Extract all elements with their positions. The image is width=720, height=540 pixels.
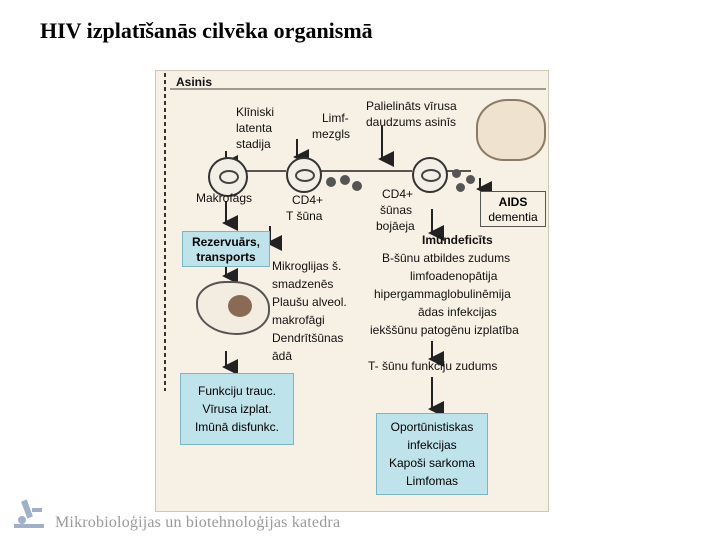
lymph-label-1: Limf- xyxy=(322,111,349,125)
microglia-2: smadzenēs xyxy=(272,277,334,291)
immunodef-item-3: hipergammaglobulinēmija xyxy=(374,287,511,301)
aids-label: AIDS xyxy=(498,195,528,209)
macrophage-cell-icon xyxy=(208,157,248,197)
microscope-icon xyxy=(14,499,44,528)
immunodeficiency-title: Imūndeficīts xyxy=(422,233,493,247)
immunodef-item-1: B-šūnu atbildes zudums xyxy=(382,251,511,265)
blood-label: Asinis xyxy=(176,75,213,89)
page-title: HIV izplatīšanās cilvēka organismā xyxy=(40,18,373,43)
viral-increase-1: Palielināts vīrusa xyxy=(366,99,457,113)
microglia-5: Dendrītšūnas xyxy=(272,331,344,345)
infected-cell-icon xyxy=(412,157,448,193)
function-line-2: Vīrusa izplat. xyxy=(202,402,272,416)
function-box: Funkciju trauc. Vīrusa izplat. Imūnā dis… xyxy=(180,373,294,445)
hiv-spread-figure: Asinis Klīniski latenta stadija Limf- me… xyxy=(155,70,549,512)
reservoir-label-2: transports xyxy=(196,250,256,264)
function-line-3: Imūnā disfunkc. xyxy=(194,420,280,434)
cd4-damage-1: CD4+ xyxy=(382,187,414,201)
immunodef-item-4: ādas infekcijas xyxy=(418,305,497,319)
microglia-3: Plaušu alveol. xyxy=(272,295,347,309)
aids-dementia-box: AIDS dementia xyxy=(480,191,546,227)
cd4-damage-3: bojāeja xyxy=(376,219,415,233)
immunodef-item-2: limfoadenopātija xyxy=(410,269,498,283)
cd4-label-2: T šūna xyxy=(286,209,323,223)
opportunistic-box: Oportūnistiskas infekcijas Kapoši sarkom… xyxy=(376,413,488,495)
microglia-4: makrofāgi xyxy=(272,313,325,327)
opportunistic-line-3: Kapoši sarkoma xyxy=(388,456,476,470)
microglia-6: ādā xyxy=(272,349,293,363)
cd4-damage-2: šūnas xyxy=(380,203,413,217)
footer-text: Mikrobioloģijas un biotehnoloģijas kated… xyxy=(55,514,341,531)
macrophage-tissue-icon xyxy=(196,281,270,335)
microglia-1: Mikroglijas š. xyxy=(272,259,342,273)
opportunistic-line-4: Limfomas xyxy=(405,474,458,488)
lymph-label-2: mezgls xyxy=(312,127,351,141)
dementia-label: dementia xyxy=(488,210,538,224)
cd4-label-1: CD4+ xyxy=(292,193,324,207)
immunodef-item-5: iekššūnu patogēnu izplatība xyxy=(370,323,519,337)
opportunistic-line-2: infekcijas xyxy=(407,438,457,452)
cd4-cell-icon xyxy=(286,157,322,193)
opportunistic-line-1: Oportūnistiskas xyxy=(390,420,474,434)
clinical-label-3: stadija xyxy=(236,137,271,151)
clinical-label-2: latenta xyxy=(236,121,273,135)
reservoir-label-1: Rezervuārs, xyxy=(191,235,261,249)
function-line-1: Funkciju trauc. xyxy=(197,384,277,398)
viral-increase-2: daudzums asinīs xyxy=(366,115,457,129)
brain-icon xyxy=(476,99,546,161)
reservoir-box: Rezervuārs, transports xyxy=(182,231,270,267)
macrophage-label: Makrofāgs xyxy=(196,191,253,205)
clinical-label-1: Klīniski xyxy=(236,105,275,119)
t-cell-loss-label: T- šūnu funkciju zudums xyxy=(368,359,498,373)
